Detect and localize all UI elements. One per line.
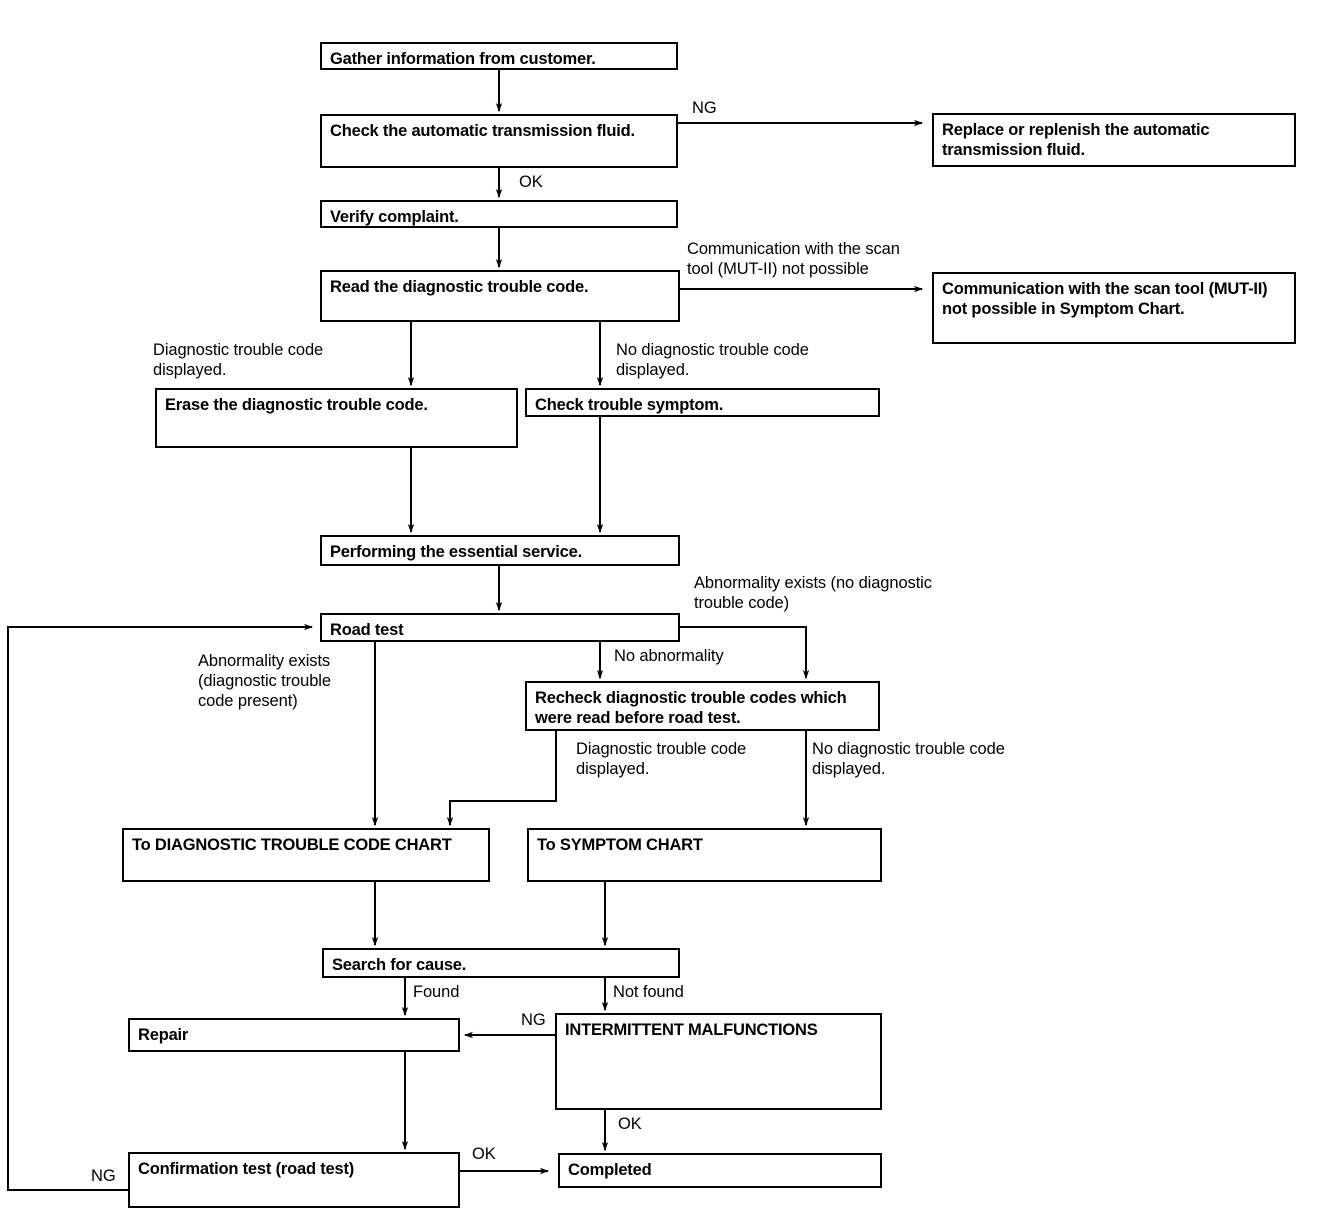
node-search_cause[interactable]: Search for cause. — [322, 948, 680, 978]
edge-label-abnormality_dtc: Abnormality exists (diagnostic trouble c… — [198, 652, 331, 711]
node-recheck_dtc[interactable]: Recheck diagnostic trouble codes which w… — [525, 681, 880, 731]
node-read_dtc[interactable]: Read the diagnostic trouble code. — [320, 270, 680, 322]
edge-label-no_dtc_displayed_2: No diagnostic trouble code displayed. — [812, 740, 1005, 779]
node-check_symptom[interactable]: Check trouble symptom. — [525, 388, 880, 417]
edge-label-ok_intermittent: OK — [618, 1115, 642, 1133]
edge-label-no_dtc_displayed_1: No diagnostic trouble code displayed. — [616, 341, 809, 380]
node-replace_fluid[interactable]: Replace or replenish the automatic trans… — [932, 113, 1296, 167]
edge-label-not_found: Not found — [613, 983, 684, 1001]
node-intermittent[interactable]: INTERMITTENT MALFUNCTIONS — [555, 1013, 882, 1110]
edge-label-dtc_displayed_1: Diagnostic trouble code displayed. — [153, 341, 324, 380]
node-road_test[interactable]: Road test — [320, 613, 680, 642]
edge-recheck-to-dtcchart — [446, 731, 557, 826]
edge-label-found: Found — [413, 983, 460, 1001]
edge-label-ng_confirmation: NG — [91, 1167, 116, 1185]
node-repair[interactable]: Repair — [128, 1018, 460, 1052]
node-to_dtc_chart[interactable]: To DIAGNOSTIC TROUBLE CODE CHART — [122, 828, 490, 882]
node-gather[interactable]: Gather information from customer. — [320, 42, 678, 70]
node-to_symptom[interactable]: To SYMPTOM CHART — [527, 828, 882, 882]
edge-label-comm_not_possible: Communication with the scan tool (MUT-II… — [687, 240, 900, 279]
node-essential[interactable]: Performing the essential service. — [320, 535, 680, 566]
node-check_fluid[interactable]: Check the automatic transmission fluid. — [320, 114, 678, 168]
edge-label-ok_fluid: OK — [519, 173, 543, 191]
edge-label-no_abnormality: No abnormality — [614, 647, 724, 665]
node-completed[interactable]: Completed — [558, 1153, 882, 1188]
edge-confirmation-ng-loop — [7, 623, 313, 1191]
node-comm_fail[interactable]: Communication with the scan tool (MUT-II… — [932, 272, 1296, 344]
node-erase_dtc[interactable]: Erase the diagnostic trouble code. — [155, 388, 518, 448]
node-verify[interactable]: Verify complaint. — [320, 200, 678, 228]
edge-label-dtc_displayed_2: Diagnostic trouble code displayed. — [576, 740, 747, 779]
edge-label-abnormality_nodtc: Abnormality exists (no diagnostic troubl… — [694, 574, 932, 613]
node-confirmation[interactable]: Confirmation test (road test) — [128, 1152, 460, 1208]
edge-label-ok_confirmation: OK — [472, 1145, 496, 1163]
edge-label-ng_intermittent: NG — [521, 1011, 546, 1029]
edge-label-ng_fluid: NG — [692, 99, 717, 117]
